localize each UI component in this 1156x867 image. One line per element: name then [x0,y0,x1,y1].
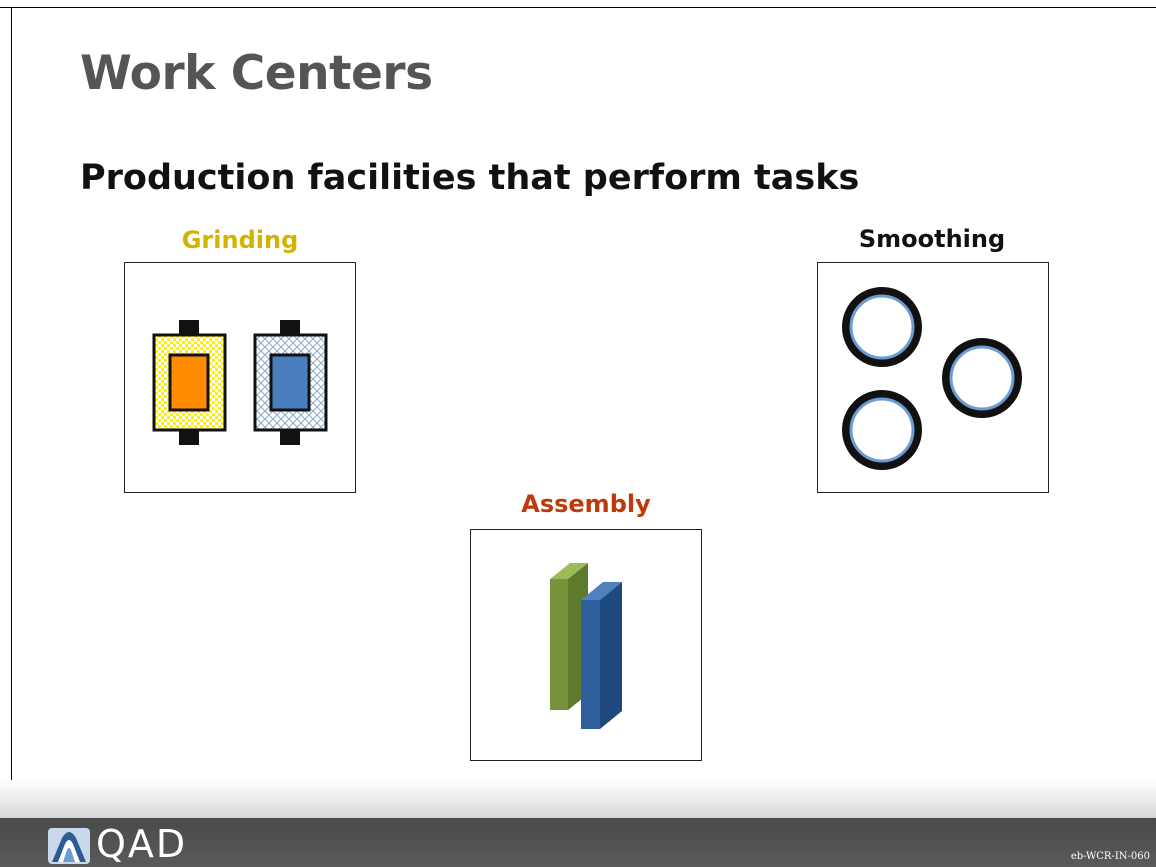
assembly-box [470,529,702,761]
smoothing-box [817,262,1049,493]
grinding-machines-icon [152,320,328,445]
assembly-label: Assembly [521,490,651,518]
smoothing-label: Smoothing [858,225,1006,253]
slide-frame-top [0,7,1156,8]
qad-logo-text: QAD [96,822,188,866]
slide-code: eb-WCR-IN-060 [1070,851,1150,862]
slide-title: Work Centers [80,46,433,101]
slide-subtitle: Production facilities that perform tasks [80,158,860,198]
qad-logo-icon [48,828,90,864]
grinding-label: Grinding [181,226,299,254]
footer-gradient [0,780,1156,818]
footer-bar [0,818,1156,867]
assembly-panels-icon [550,563,622,729]
grinding-box [124,262,356,493]
smoothing-rings-icon [842,287,1022,470]
slide-frame-left [11,7,12,817]
